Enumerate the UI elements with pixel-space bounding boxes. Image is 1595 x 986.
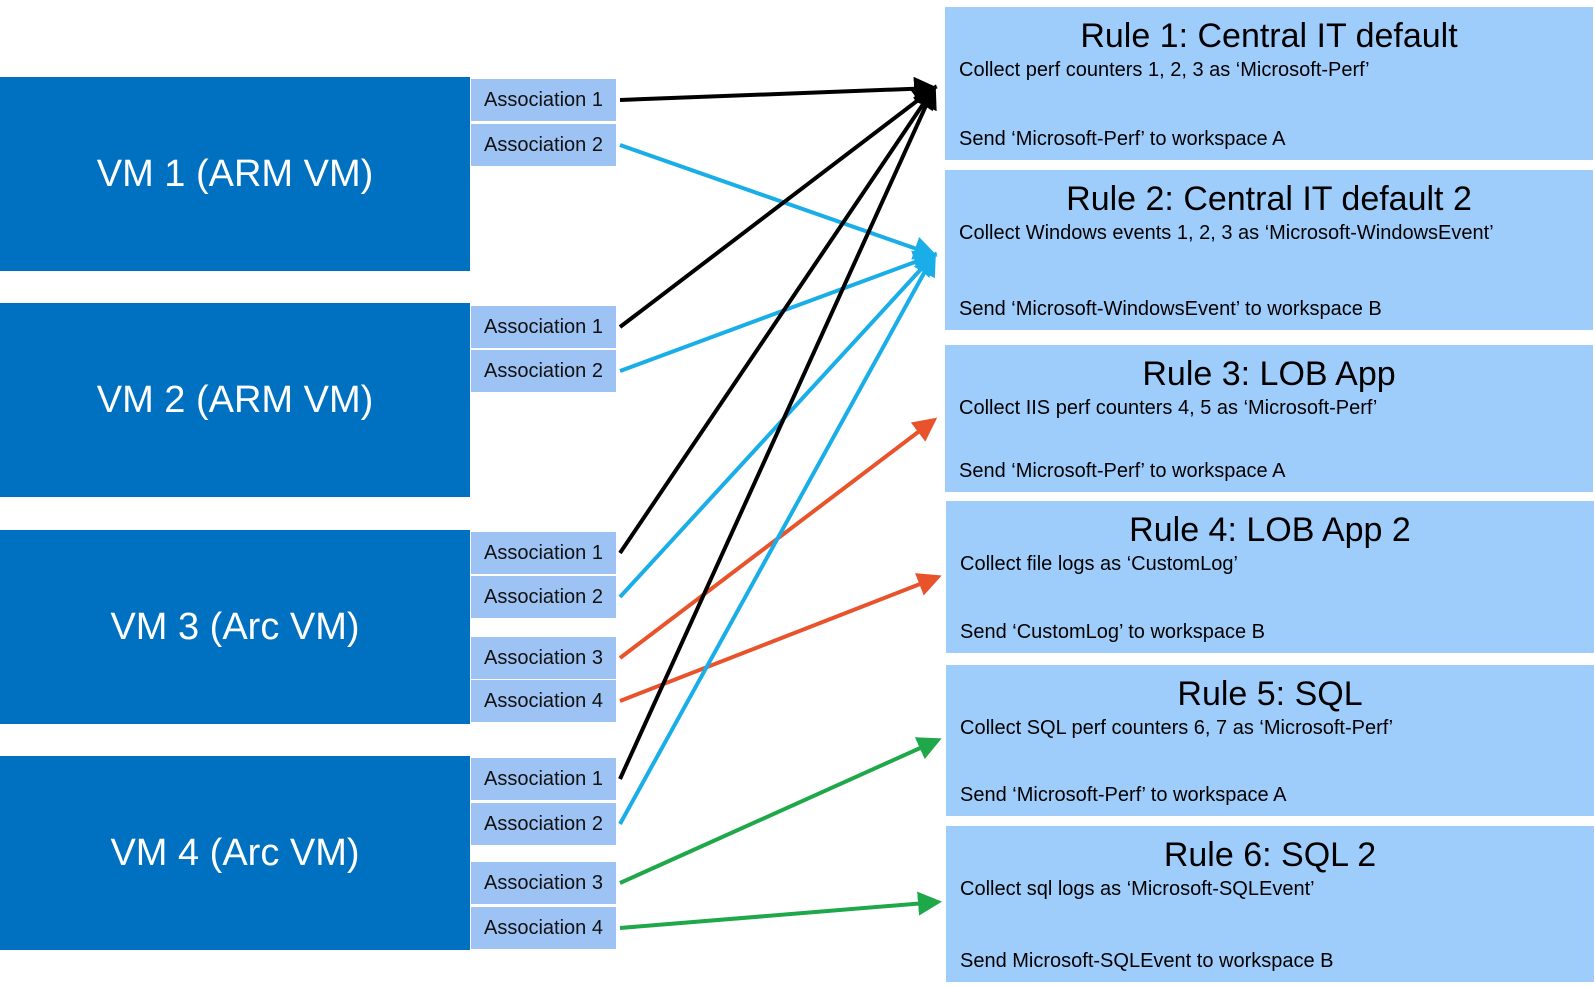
rule-5-send: Send ‘Microsoft-Perf’ to workspace A [960, 784, 1287, 806]
arrow-vm2-assoc2-to-rule-2 [619, 250, 938, 373]
arrow-vm1-assoc2-to-rule-2 [619, 143, 938, 260]
arrow-vm1-assoc1-to-rule-1 [619, 76, 938, 102]
rule-4-box: Rule 4: LOB App 2 Collect file logs as ‘… [946, 501, 1594, 653]
vm-4-box: VM 4 (Arc VM) [0, 756, 470, 950]
rule-2-send: Send ‘Microsoft-WindowsEvent’ to workspa… [959, 298, 1382, 320]
rule-5-title: Rule 5: SQL [1177, 675, 1363, 713]
vm2-association-1: Association 1 [471, 306, 616, 348]
vm-3-label: VM 3 (Arc VM) [110, 605, 360, 648]
arrow-vm4-assoc3-to-rule-5 [619, 737, 942, 885]
arrow-vm4-assoc1-to-rule-1 [618, 84, 937, 780]
rule-6-title: Rule 6: SQL 2 [1163, 836, 1377, 874]
rule-4-send: Send ‘CustomLog’ to workspace B [960, 621, 1265, 643]
vm-4-label: VM 4 (Arc VM) [110, 831, 360, 874]
vm-1-box: VM 1 (ARM VM) [0, 77, 470, 271]
rule-1-collect: Collect perf counters 1, 2, 3 as ‘Micros… [959, 59, 1370, 81]
rule-3-send: Send ‘Microsoft-Perf’ to workspace A [959, 460, 1286, 482]
arrow-vm2-assoc1-to-rule-1 [618, 85, 938, 329]
arrow-vm3-assoc2-to-rule-2 [618, 252, 937, 599]
vm1-association-2: Association 2 [471, 124, 616, 166]
rule-3-collect: Collect IIS perf counters 4, 5 as ‘Micro… [959, 397, 1378, 419]
rule-6-box: Rule 6: SQL 2 Collect sql logs as ‘Micro… [946, 826, 1594, 982]
vm3-association-3: Association 3 [471, 637, 616, 679]
arrow-vm4-assoc2-to-rule-2 [618, 251, 936, 825]
vm1-association-1: Association 1 [471, 79, 616, 121]
rule-5-box: Rule 5: SQL Collect SQL perf counters 6,… [946, 665, 1594, 816]
vm-2-label: VM 2 (ARM VM) [96, 378, 374, 421]
arrow-vm4-assoc4-to-rule-6 [619, 891, 942, 930]
rule-4-collect: Collect file logs as ‘CustomLog’ [960, 553, 1238, 575]
rule-3-box: Rule 3: LOB App Collect IIS perf counter… [945, 345, 1593, 492]
arrow-vm3-assoc1-to-rule-1 [618, 84, 937, 555]
vm-1-label: VM 1 (ARM VM) [96, 152, 374, 195]
rule-2-title: Rule 2: Central IT default 2 [1066, 180, 1472, 218]
vm3-association-1: Association 1 [471, 532, 616, 574]
rule-6-send: Send Microsoft-SQLEvent to workspace B [960, 950, 1334, 972]
rule-1-title: Rule 1: Central IT default [1080, 17, 1458, 55]
vm3-association-4: Association 4 [471, 680, 616, 722]
arrow-vm3-assoc4-to-rule-4 [619, 573, 942, 703]
rule-2-collect: Collect Windows events 1, 2, 3 as ‘Micro… [959, 222, 1494, 244]
rule-4-title: Rule 4: LOB App 2 [1129, 511, 1411, 549]
vm3-association-2: Association 2 [471, 576, 616, 618]
vm4-association-1: Association 1 [471, 758, 616, 800]
vm-2-box: VM 2 (ARM VM) [0, 303, 470, 497]
rule-5-collect: Collect SQL perf counters 6, 7 as ‘Micro… [960, 717, 1394, 739]
vm4-association-3: Association 3 [471, 862, 616, 904]
rule-6-collect: Collect sql logs as ‘Microsoft-SQLEvent’ [960, 878, 1315, 900]
rule-3-title: Rule 3: LOB App [1142, 355, 1396, 393]
vm-3-box: VM 3 (Arc VM) [0, 530, 470, 724]
rule-1-send: Send ‘Microsoft-Perf’ to workspace A [959, 128, 1286, 150]
vm4-association-4: Association 4 [471, 907, 616, 949]
vm4-association-2: Association 2 [471, 803, 616, 845]
rule-1-box: Rule 1: Central IT default Collect perf … [945, 7, 1593, 160]
vm2-association-2: Association 2 [471, 350, 616, 392]
rule-2-box: Rule 2: Central IT default 2 Collect Win… [945, 170, 1593, 330]
